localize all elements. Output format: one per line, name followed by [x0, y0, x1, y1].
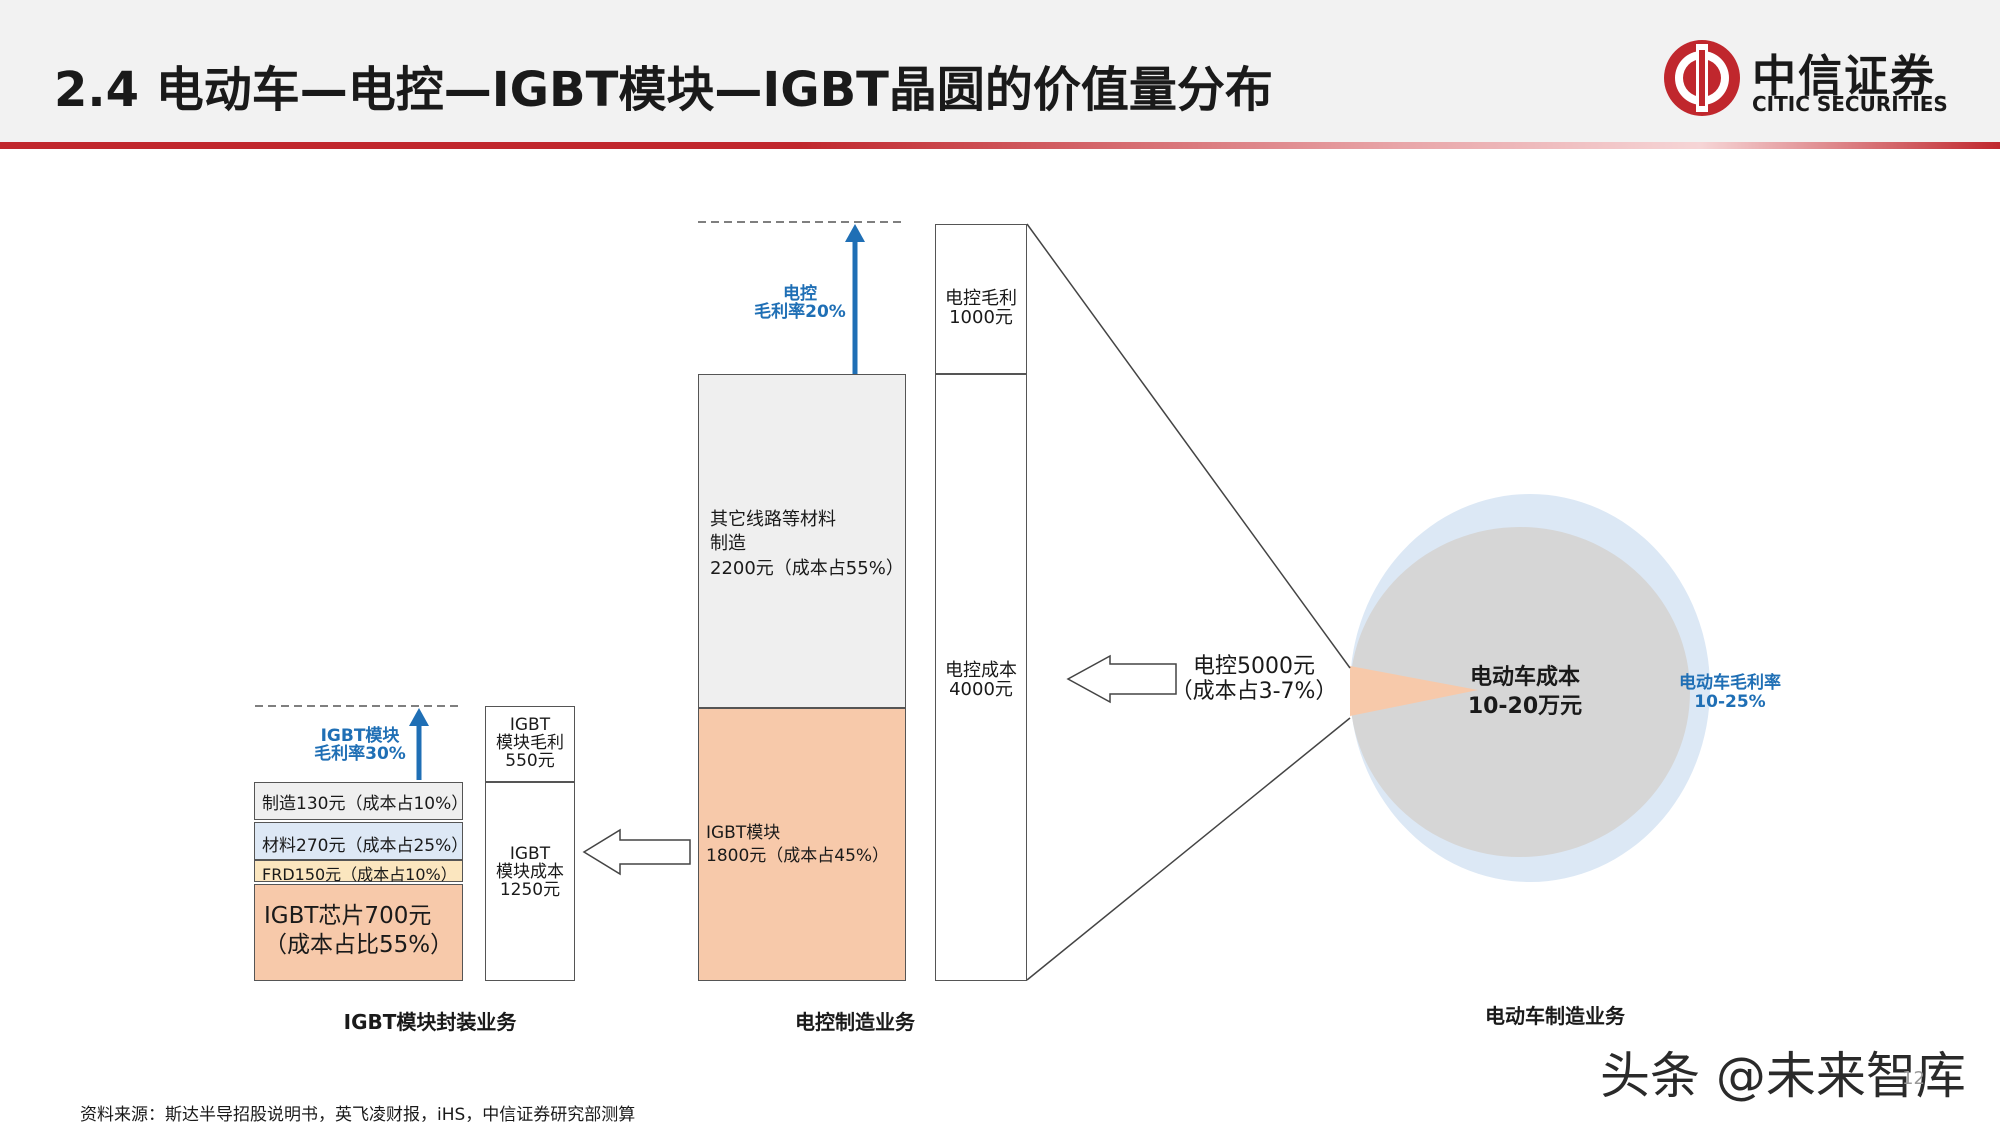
logo-english-name: CITIC SECURITIES [1752, 92, 1948, 116]
logo-chinese-name: 中信证券 [1752, 51, 1936, 102]
igbt-module-cost-label: IGBT 模块成本 1250元 [496, 844, 564, 900]
igbt-margin-label: IGBT模块 毛利率30% [314, 726, 406, 764]
ecu-to-igbt-arrow [582, 828, 691, 876]
ecu-igbt-module-label: IGBT模块 1800元（成本占45%） [706, 823, 890, 866]
igbt-chip-label: IGBT芯片700元 （成本占比55%） [264, 903, 454, 958]
header-bar: 2.4 电动车—电控—IGBT模块—IGBT晶圆的价值量分布 中信证券 CITI… [0, 0, 2000, 142]
watermark: 头条 @未来智库 [1600, 1047, 1966, 1105]
citic-logo-icon [1664, 40, 1740, 116]
projection-line-bottom [1026, 717, 1351, 981]
igbt-chip-box [254, 884, 463, 981]
source-note: 资料来源：斯达半导招股说明书，英飞凌财报，iHS，中信证券研究部测算 [80, 1105, 636, 1125]
igbt-manufacturing-label: 制造130元（成本占10%） [262, 794, 469, 814]
page-number: 12 [1902, 1068, 1925, 1089]
ev-ecu-slice [1350, 666, 1478, 716]
ev-ecu-value-label: 电控5000元 （成本占3-7%） [1170, 654, 1338, 705]
ecu-section-label: 电控制造业务 [795, 1010, 915, 1034]
igbt-manufacturing-box [254, 782, 463, 820]
page-title: 2.4 电动车—电控—IGBT模块—IGBT晶圆的价值量分布 [54, 62, 1273, 118]
ev-margin-label: 电动车毛利率 10-25% [1679, 673, 1781, 712]
ecu-other-materials-box [698, 374, 906, 708]
ecu-margin-arrow [845, 224, 865, 242]
ecu-igbt-module-box [698, 708, 906, 981]
ecu-other-materials-label: 其它线路等材料 制造 2200元（成本占55%） [710, 509, 904, 579]
igbt-module-profit-label: IGBT 模块毛利 550元 [496, 715, 564, 771]
igbt-section-label: IGBT模块封装业务 [343, 1010, 517, 1034]
ecu-cost-box [935, 374, 1027, 981]
igbt-frd-label: FRD150元（成本占10%） [262, 865, 457, 884]
citic-logo: 中信证券 CITIC SECURITIES [1660, 36, 1950, 120]
igbt-module-profit-box [485, 706, 575, 782]
ev-to-ecu-arrow [1066, 654, 1177, 704]
ecu-profit-label: 电控毛利 1000元 [945, 288, 1017, 328]
ev-cost-circle [1350, 527, 1690, 857]
ecu-profit-box [935, 224, 1027, 374]
igbt-materials-label: 材料270元（成本占25%） [262, 836, 469, 856]
ev-section-label: 电动车制造业务 [1485, 1004, 1625, 1028]
projection-line-top [1026, 223, 1351, 669]
igbt-margin-arrow [409, 708, 429, 726]
header-divider [0, 142, 2000, 149]
igbt-module-cost-box [485, 782, 575, 981]
igbt-materials-box [254, 822, 463, 860]
igbt-frd-box [254, 860, 463, 882]
ecu-cost-label: 电控成本 4000元 [945, 660, 1017, 700]
ev-cost-label: 电动车成本 10-20万元 [1467, 665, 1583, 719]
ecu-margin-label: 电控 毛利率20% [754, 284, 846, 322]
